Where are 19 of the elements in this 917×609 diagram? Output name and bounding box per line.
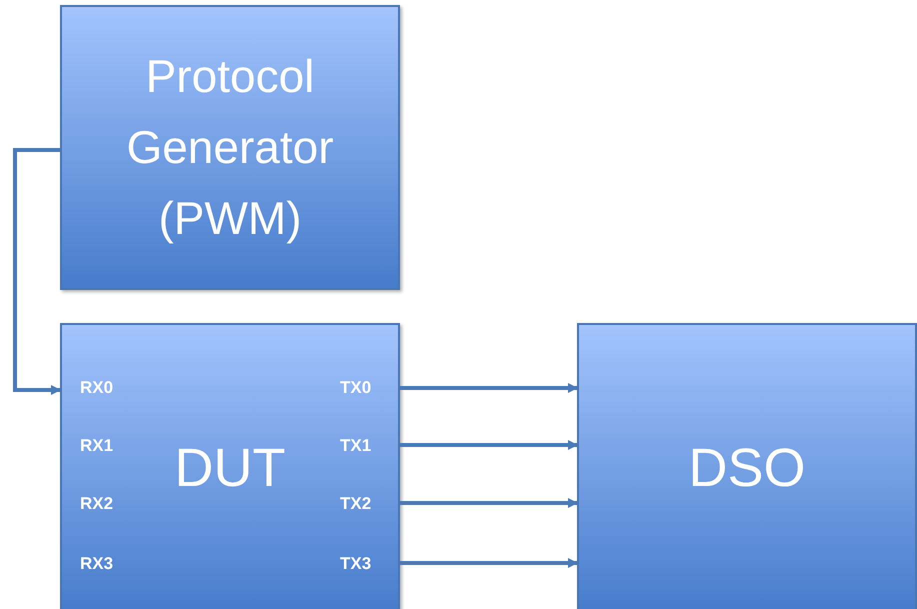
pin-label: TX1 [340,435,372,457]
arrow [400,383,578,393]
arrow [13,148,61,395]
pin-label: RX3 [80,553,114,575]
pin-label: TX3 [340,553,372,575]
pin-label: RX2 [80,493,114,515]
arrow [400,440,578,450]
block-box [60,5,400,290]
arrow [400,498,578,508]
pin-label: TX0 [340,377,372,399]
pin-label: RX0 [80,377,114,399]
block-box [577,323,917,609]
pin-label: TX2 [340,493,372,515]
pin-label: RX1 [80,435,114,457]
block-title: DUT [174,436,286,500]
block-title: DSO [687,436,807,500]
block-title: Protocol Generator (PWM) [125,48,335,246]
block-box [60,323,400,609]
arrow [400,558,578,568]
